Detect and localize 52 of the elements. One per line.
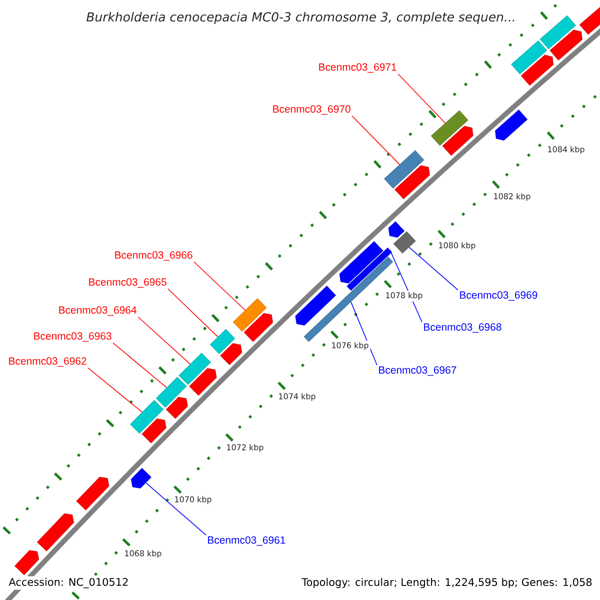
gene-bar	[130, 400, 164, 434]
gene-label: Bcenmc03_6964	[59, 306, 136, 316]
gene-feature	[220, 343, 242, 366]
gene-label: Bcenmc03_6963	[34, 332, 112, 342]
gene-bar	[384, 150, 424, 189]
leader-line	[168, 288, 218, 338]
gene-label: Bcenmc03_6962	[9, 357, 86, 367]
gene-label: Bcenmc03_6965	[89, 278, 166, 288]
gene-feature	[388, 221, 405, 238]
gene-feature	[142, 418, 166, 444]
gene-feature	[76, 476, 110, 510]
leader-line	[408, 246, 458, 290]
gene-bar	[346, 248, 392, 291]
gene-feature	[495, 110, 528, 141]
gene-label: Bcenmc03_6969	[460, 291, 538, 301]
gene-bar	[430, 110, 468, 146]
gene-feature	[130, 468, 152, 488]
gene-bar	[210, 329, 236, 354]
gene-feature	[166, 396, 188, 419]
gene-feature	[442, 126, 474, 156]
accession-text: Accession: NC_010512	[7, 576, 130, 590]
gene-bar	[178, 352, 211, 385]
gene-label: Bcenmc03_6966	[115, 251, 192, 261]
leader-line	[194, 261, 246, 311]
gene-bar	[511, 40, 548, 74]
gene-label: Bcenmc03_6970	[273, 105, 350, 115]
gene-feature	[579, 4, 600, 35]
gene-feature	[36, 513, 74, 552]
gene-bar	[393, 231, 416, 254]
gene-feature	[550, 30, 582, 60]
gene-feature	[189, 368, 217, 396]
gene-feature	[520, 54, 554, 86]
gene-bar	[232, 298, 267, 332]
leader-line	[398, 73, 446, 124]
gene-feature	[14, 550, 40, 576]
gene-feature	[244, 313, 273, 342]
leader-line	[138, 316, 191, 364]
gene-label: Bcenmc03_6968	[424, 323, 502, 333]
leader-line	[88, 367, 142, 412]
gene-label: Bcenmc03_6961	[208, 536, 286, 546]
gene-bar	[540, 15, 576, 50]
gene-label: Bcenmc03_6971	[319, 63, 396, 73]
genome-info-text: Topology: circular; Length: 1,224,595 bp; Genes: 1,058	[300, 576, 594, 590]
gene-feature	[295, 286, 336, 326]
leader-line	[112, 342, 167, 388]
gene-label: Bcenmc03_6967	[379, 366, 456, 376]
leader-line	[352, 115, 400, 165]
gene-feature	[339, 241, 384, 284]
title: Burkholderia cenocepacia MC0-3 chromosome 3, complete sequen...	[86, 12, 514, 24]
gene-bar	[156, 376, 187, 408]
gene-feature	[394, 165, 430, 200]
leader-line	[146, 482, 206, 536]
